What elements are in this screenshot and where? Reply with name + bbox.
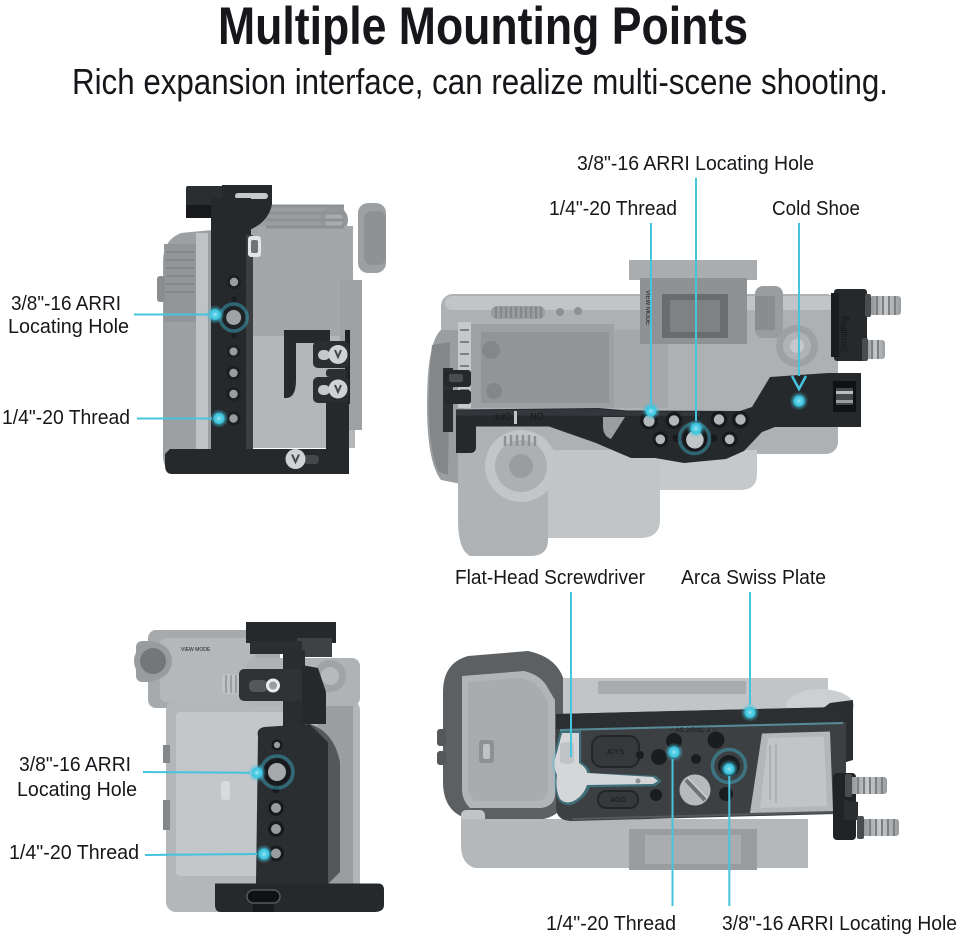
svg-text:Multiple Mounting Points: Multiple Mounting Points	[218, 0, 748, 56]
svg-text:1/4"-20 Thread: 1/4"-20 Thread	[546, 913, 676, 935]
svg-text:3/8"-16 ARRI Locating Hole: 3/8"-16 ARRI Locating Hole	[722, 913, 957, 935]
svg-text:SmallRig: SmallRig	[839, 316, 849, 352]
svg-text:Flat-Head Screwdriver: Flat-Head Screwdriver	[455, 567, 645, 589]
svg-text:Arca Swiss Plate: Arca Swiss Plate	[681, 567, 826, 589]
svg-text:3/8"-16 ARRI Locating Hole: 3/8"-16 ARRI Locating Hole	[577, 153, 814, 175]
svg-text:Cold Shoe: Cold Shoe	[772, 198, 860, 220]
svg-text:3/8"-16 ARRI: 3/8"-16 ARRI	[11, 293, 121, 315]
svg-text:1/4"-20 Thread: 1/4"-20 Thread	[549, 198, 677, 220]
svg-text:AGG: AGG	[610, 797, 626, 804]
svg-text:3/8"-16 ARRI: 3/8"-16 ARRI	[19, 754, 131, 776]
svg-text:VIEW MODE: VIEW MODE	[181, 647, 211, 653]
svg-text:OFF: OFF	[493, 411, 511, 421]
svg-text:Rich expansion interface, can: Rich expansion interface, can realize mu…	[72, 61, 888, 102]
svg-text:VIEW MODE: VIEW MODE	[644, 290, 650, 325]
svg-text:Locating Hole: Locating Hole	[17, 779, 137, 801]
svg-text:⌐ AS 2/RSC 2 ¬: ⌐ AS 2/RSC 2 ¬	[670, 727, 716, 734]
svg-text:ON: ON	[530, 411, 544, 421]
svg-text:1/4"-20 Thread: 1/4"-20 Thread	[2, 407, 130, 429]
svg-text:Locating Hole: Locating Hole	[8, 316, 129, 338]
svg-text:1/4"-20 Thread: 1/4"-20 Thread	[9, 842, 139, 864]
svg-text:JOYS: JOYS	[606, 749, 625, 756]
